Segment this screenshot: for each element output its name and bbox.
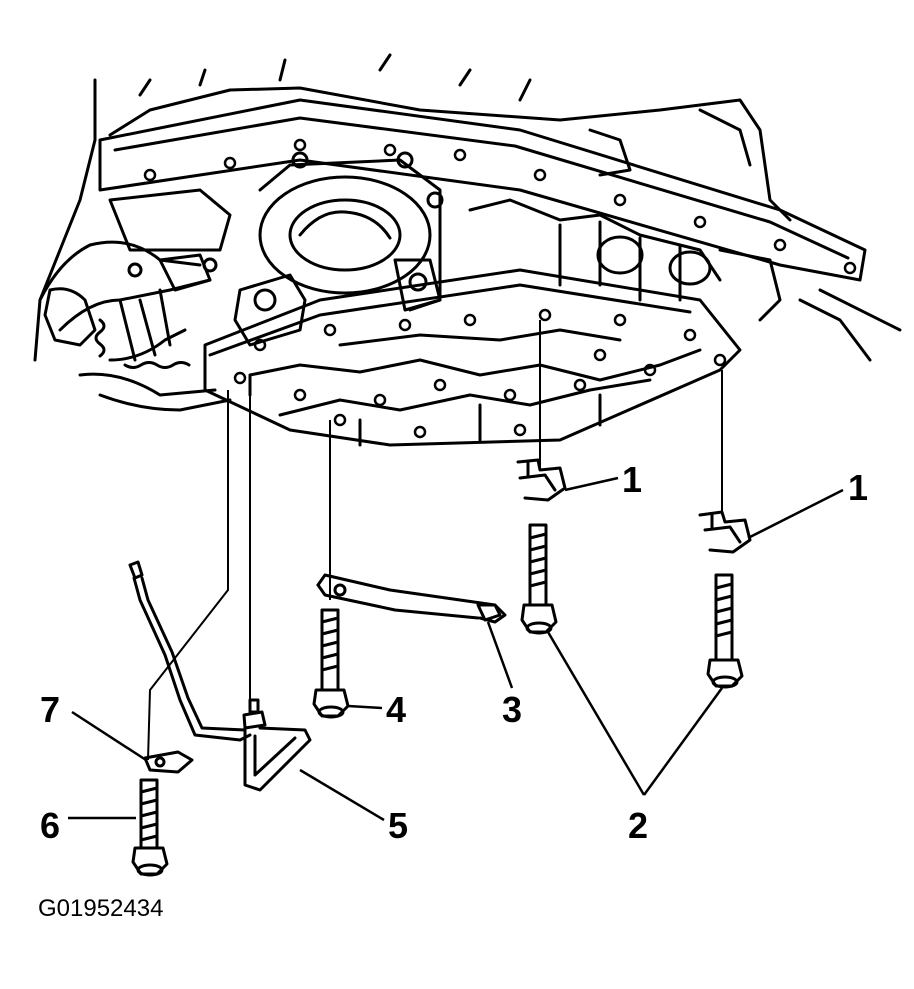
- callout-1a: 1: [622, 459, 642, 500]
- figure-id: G01952434: [38, 895, 163, 922]
- leader-7: [71, 710, 147, 762]
- bolt-part-2b: [706, 573, 744, 689]
- leader-4: [347, 704, 383, 710]
- callout-3: 3: [502, 689, 522, 730]
- valve-body: [203, 268, 742, 447]
- callout-2: 2: [628, 805, 648, 846]
- wiring-harness: [38, 188, 307, 412]
- leader-1a: [564, 476, 619, 492]
- bracket-part-3: [316, 573, 507, 624]
- leader-2a: [546, 631, 646, 796]
- callout-6: 6: [40, 805, 60, 846]
- tube-part-7: [128, 560, 252, 774]
- bolt-part-2a: [520, 523, 558, 635]
- clip-part-1a: [516, 458, 567, 502]
- callout-1b: 1: [848, 467, 868, 508]
- bolt-part-6: [131, 778, 169, 877]
- callout-5: 5: [388, 805, 408, 846]
- assembly-lines: [147, 320, 723, 761]
- leader-3: [486, 621, 514, 689]
- transmission-case: [33, 53, 902, 362]
- callout-4: 4: [386, 689, 406, 730]
- leader-1b: [747, 488, 844, 540]
- callout-leaders: [68, 476, 844, 822]
- bolt-part-4: [312, 608, 350, 719]
- clip-part-1b: [698, 510, 752, 554]
- leader-5: [299, 768, 385, 822]
- callout-7: 7: [40, 689, 60, 730]
- bracket-part-5: [242, 698, 312, 792]
- leader-2b: [642, 687, 724, 796]
